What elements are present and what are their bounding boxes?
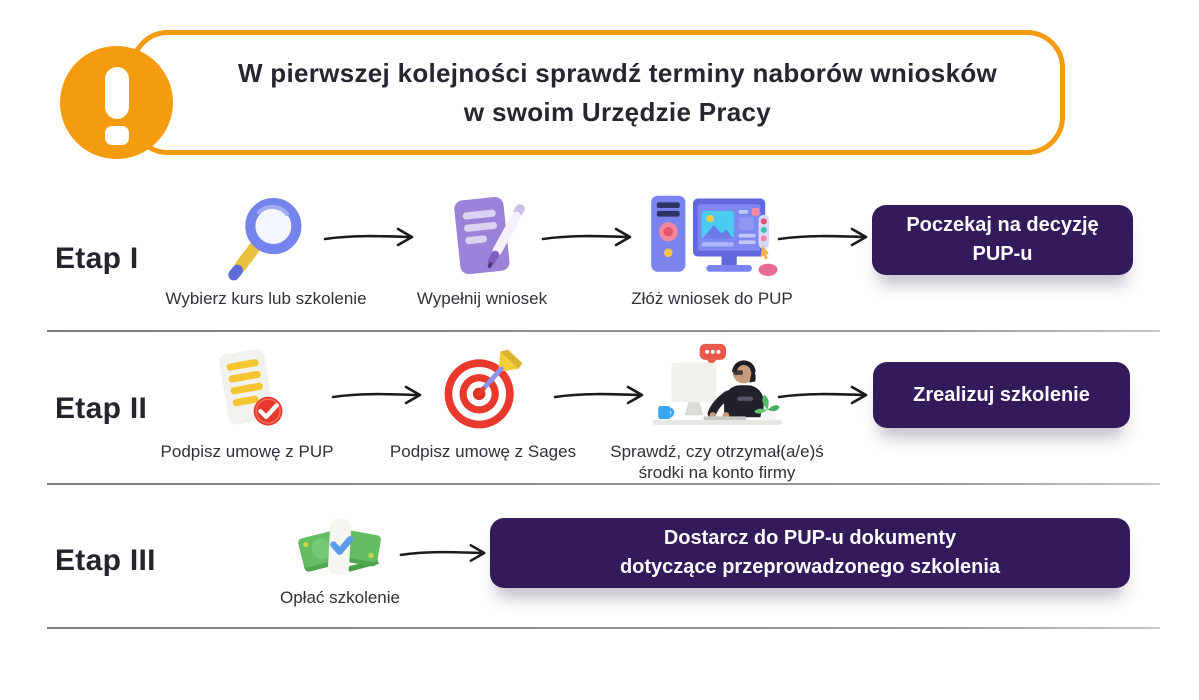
computer-icon (592, 188, 832, 285)
stage-1-label: Etap I (55, 242, 139, 275)
step-caption: Podpisz umowę z Sages (389, 442, 577, 461)
step-caption: Wypełnij wniosek (416, 289, 548, 308)
step-caption-line1: Sprawdź, czy otrzymał(a/e)ś (610, 442, 824, 461)
arrow-icon (776, 382, 872, 408)
arrow-icon (552, 382, 648, 408)
step-check-funds: Sprawdź, czy otrzymał(a/e)ś środki na ko… (590, 342, 844, 483)
step-caption: Wybierz kurs lub szkolenie (165, 289, 367, 308)
stage-divider (47, 483, 1160, 485)
result-box-stage-3: Dostarcz do PUP-u dokumenty dotyczące pr… (490, 518, 1130, 588)
stage-divider (47, 627, 1160, 629)
money-icon (240, 514, 440, 584)
arrow-icon (330, 382, 426, 408)
result-line: dotyczące przeprowadzonego szkolenia (619, 556, 1001, 578)
result-box-stage-2: Zrealizuj szkolenie (873, 362, 1130, 428)
stage-divider (47, 330, 1160, 332)
arrow-icon (398, 540, 490, 566)
contract-check-icon (132, 342, 362, 438)
result-line: PUP-u (972, 243, 1033, 265)
step-sign-pup-contract: Podpisz umowę z PUP (132, 342, 362, 462)
arrow-icon (540, 224, 636, 250)
banner-text-line1: W pierwszej kolejności sprawdź terminy n… (237, 57, 998, 88)
arrow-icon (322, 224, 418, 250)
arrow-icon (776, 224, 872, 250)
result-box-stage-1: Poczekaj na decyzję PUP-u (872, 205, 1133, 275)
magnifier-icon (151, 188, 381, 285)
exclamation-icon (60, 46, 173, 159)
step-sign-sages-contract: Podpisz umowę z Sages (368, 342, 598, 462)
step-pay-training: Opłać szkolenie (240, 514, 440, 608)
step-caption: Opłać szkolenie (279, 588, 400, 607)
step-caption-line2: środki na konto firmy (638, 463, 796, 482)
notice-banner: W pierwszej kolejności sprawdź terminy n… (130, 30, 1065, 155)
stage-2-label: Etap II (55, 392, 148, 425)
banner-text-line2: w swoim Urzędzie Pracy (463, 96, 772, 127)
result-line: Zrealizuj szkolenie (913, 383, 1090, 406)
result-line: Poczekaj na decyzję (906, 214, 1099, 236)
step-fill-application: Wypełnij wniosek (367, 188, 597, 309)
step-submit-application: Złóż wniosek do PUP (592, 188, 832, 309)
step-caption: Złóż wniosek do PUP (631, 289, 793, 308)
stage-3-label: Etap III (55, 544, 156, 577)
target-dart-icon (368, 342, 598, 438)
person-computer-icon (590, 342, 844, 438)
exclamation-dot (104, 126, 129, 145)
form-pen-icon (367, 188, 597, 285)
exclamation-bar (104, 67, 129, 119)
step-caption: Podpisz umowę z PUP (160, 442, 334, 461)
step-choose-course: Wybierz kurs lub szkolenie (151, 188, 381, 309)
result-line: Dostarcz do PUP-u dokumenty (663, 527, 957, 549)
